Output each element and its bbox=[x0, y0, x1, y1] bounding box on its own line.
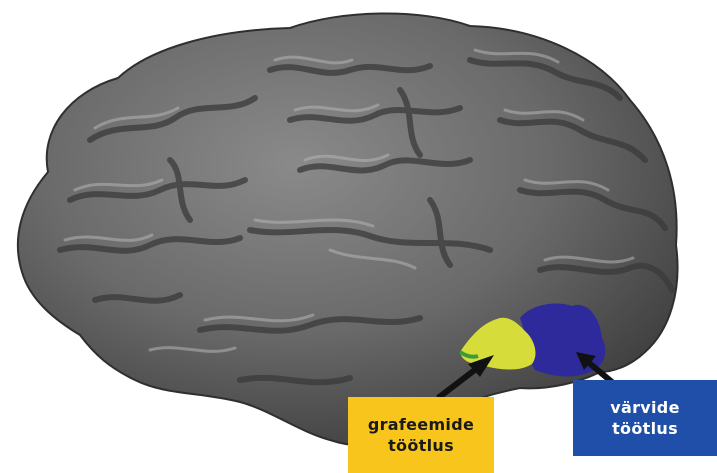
grapheme-processing-label: grafeemide töötlus bbox=[348, 397, 494, 473]
color-label-line1: värvide bbox=[610, 397, 679, 418]
grapheme-label-line2: töötlus bbox=[388, 435, 454, 456]
grapheme-label-line1: grafeemide bbox=[368, 414, 474, 435]
color-processing-label: värvide töötlus bbox=[573, 380, 717, 456]
color-label-line2: töötlus bbox=[612, 418, 678, 439]
